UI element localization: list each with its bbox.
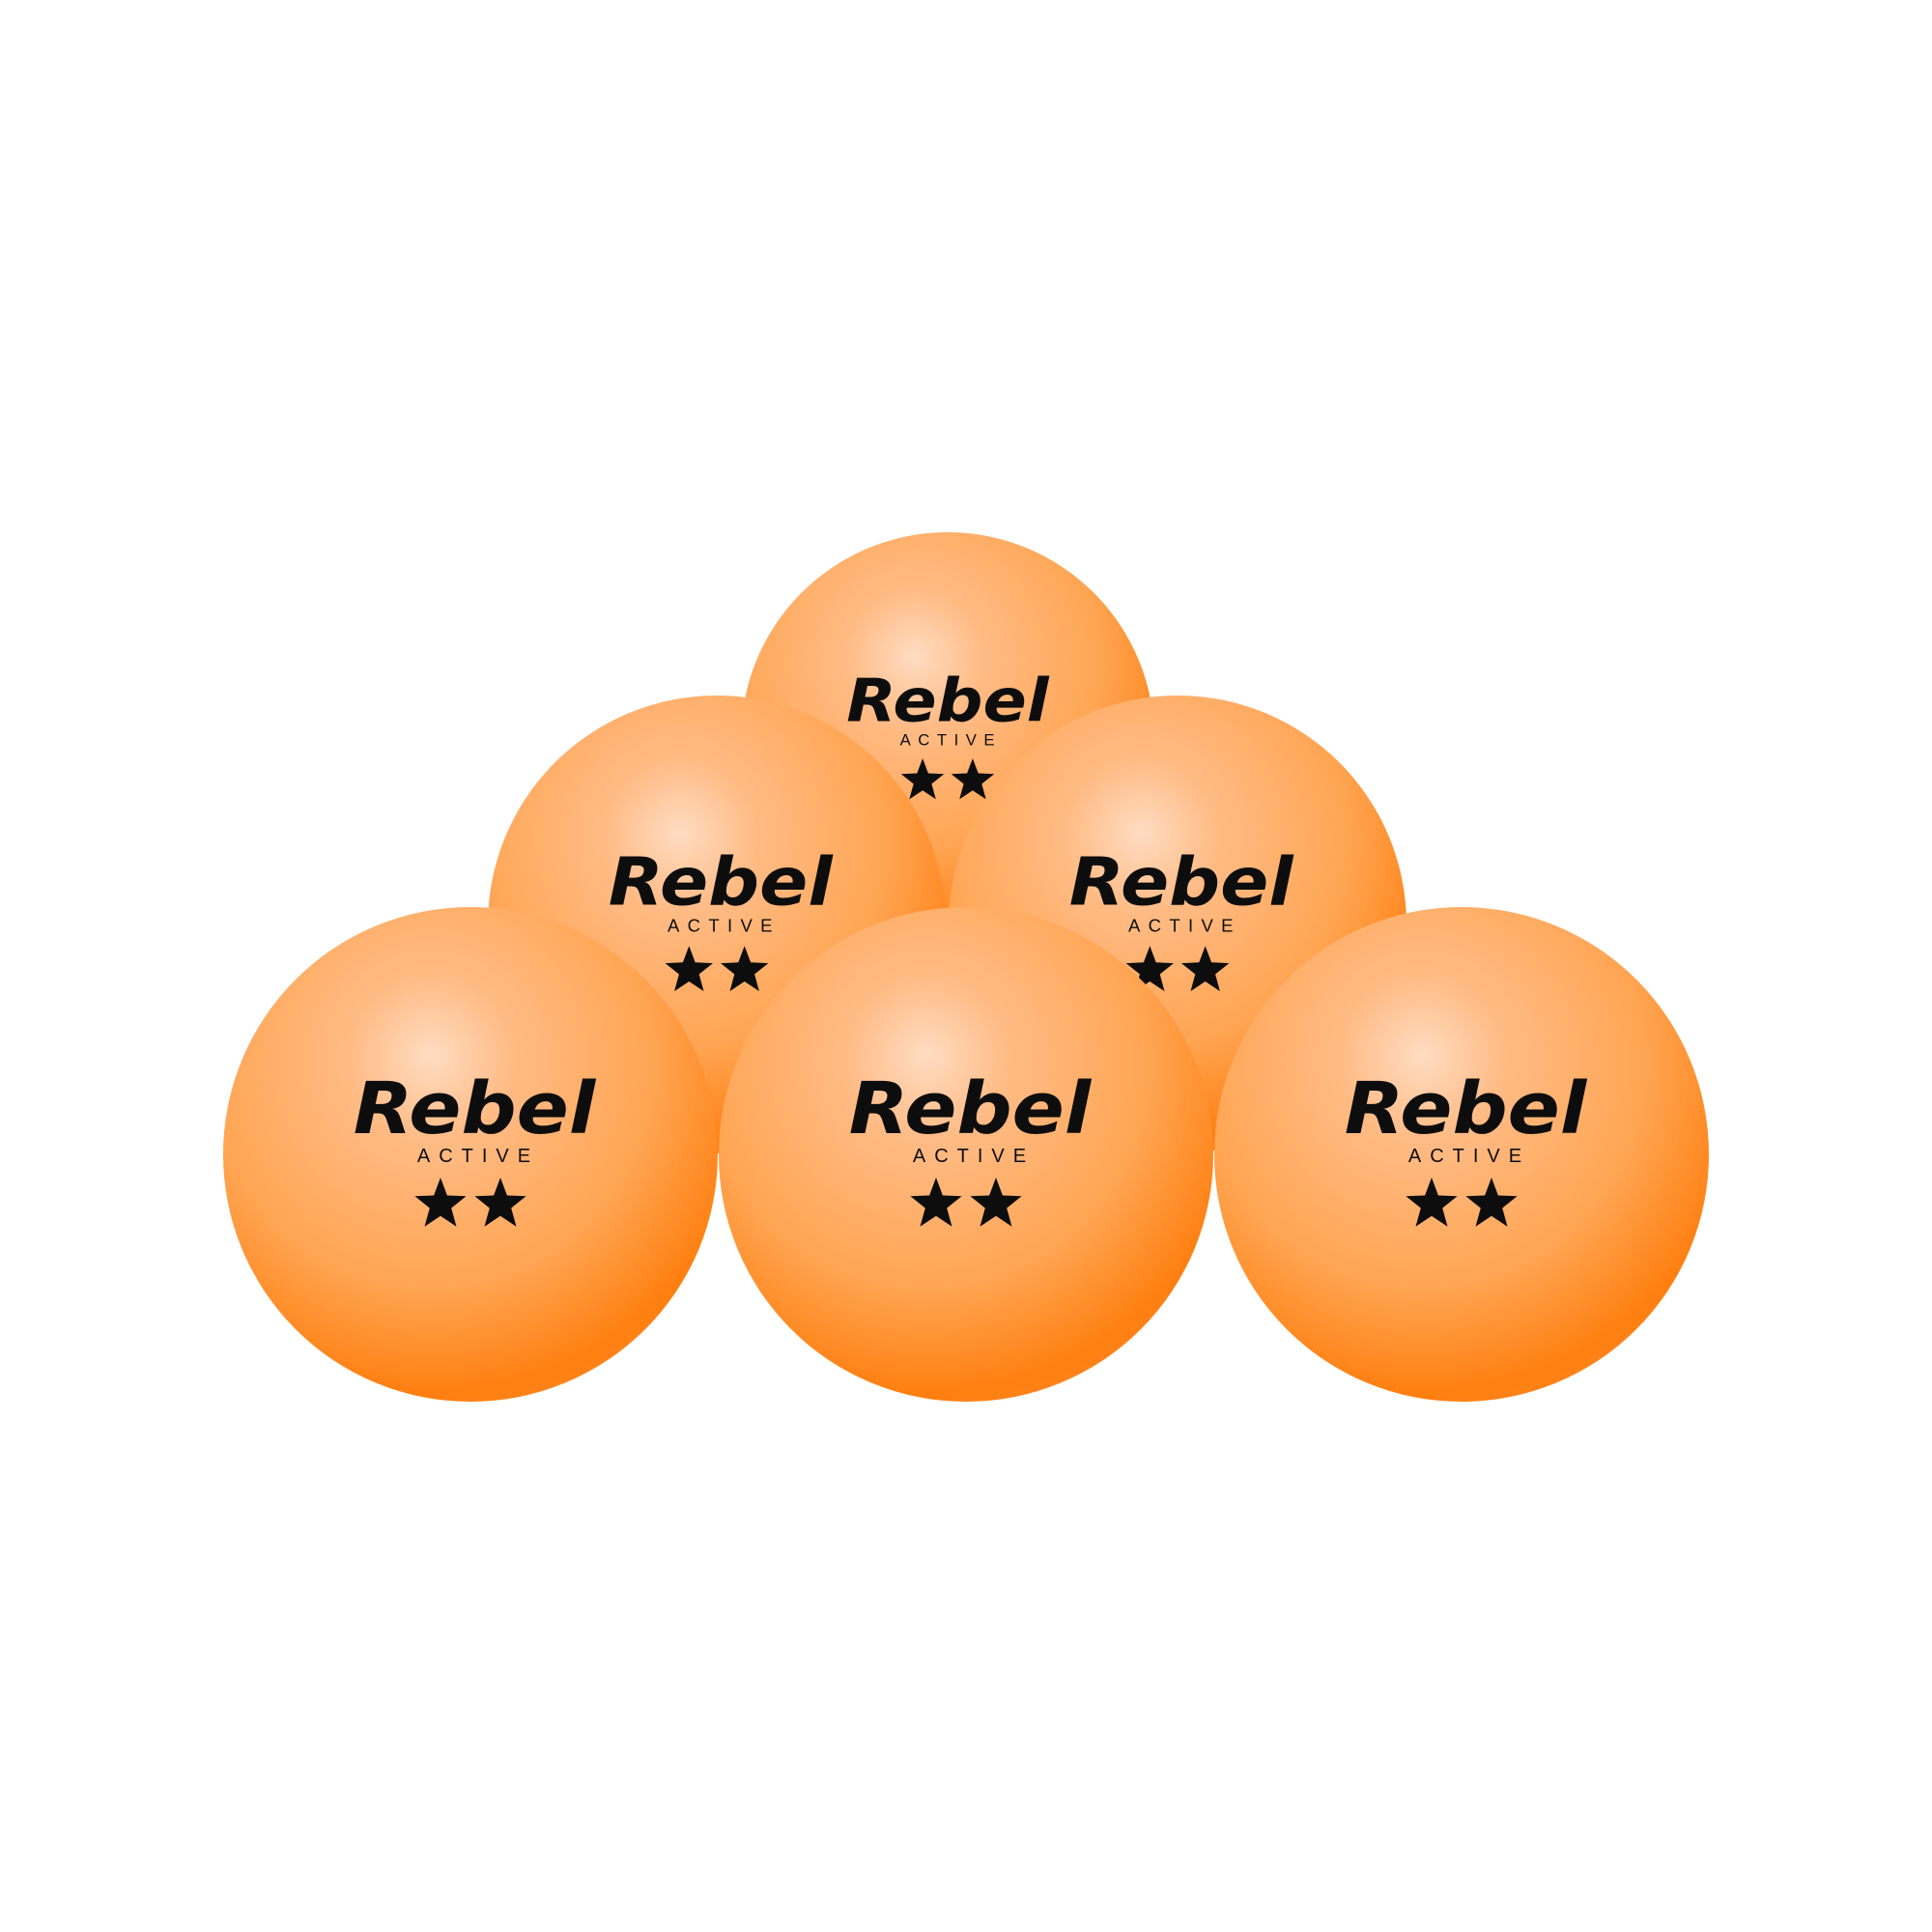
subbrand-label: ACTIVE (900, 731, 1002, 750)
star-icon (1181, 946, 1230, 992)
subbrand-label: ACTIVE (1408, 1146, 1530, 1167)
star-icon (1465, 1178, 1518, 1227)
star-icon (665, 946, 713, 992)
star-icon (474, 1178, 526, 1227)
brand-logo: Rebel (849, 1068, 1093, 1151)
ball-body (223, 907, 718, 1402)
star-icon (970, 1178, 1022, 1227)
brand-logo: Rebel (1069, 843, 1295, 921)
brand-logo: Rebel (1345, 1068, 1588, 1151)
star-icon (414, 1178, 467, 1227)
ball-body (1214, 907, 1709, 1402)
star-icon (951, 758, 995, 800)
brand-logo: Rebel (354, 1068, 597, 1151)
star-icon (1125, 946, 1174, 992)
star-icon (721, 946, 769, 992)
subbrand-label: ACTIVE (1128, 915, 1241, 935)
subbrand-label: ACTIVE (668, 915, 781, 935)
ball-body (719, 907, 1213, 1402)
star-icon (910, 1178, 962, 1227)
brand-logo: Rebel (609, 843, 835, 921)
brand-logo: Rebel (846, 667, 1049, 736)
star-icon (900, 758, 945, 800)
star-icon (1406, 1178, 1458, 1227)
subbrand-label: ACTIVE (417, 1146, 539, 1167)
subbrand-label: ACTIVE (913, 1146, 1035, 1167)
